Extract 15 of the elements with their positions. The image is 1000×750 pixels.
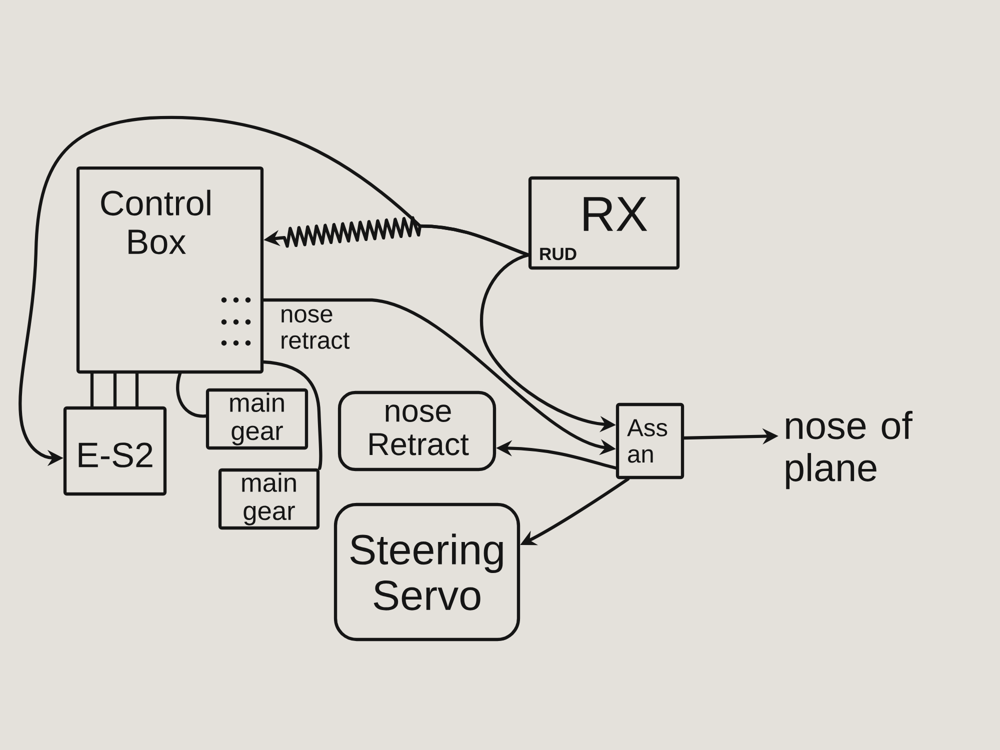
edge-label: nose retract (278, 307, 362, 351)
port-label: RUD (540, 248, 576, 260)
box: main gear (206, 388, 308, 450)
rounded-box: Steering Servo (334, 502, 520, 642)
wire (135, 372, 139, 408)
wire (113, 372, 117, 408)
wire (262, 360, 322, 470)
wire (176, 372, 208, 418)
wire (90, 372, 94, 408)
box: Control Box (76, 166, 264, 374)
node-text: nose of plane (786, 410, 912, 490)
box: main gear (218, 468, 320, 530)
box: E-S2 (63, 406, 167, 496)
box: Ass an (616, 402, 684, 480)
rounded-box: nose Retract (338, 390, 496, 472)
